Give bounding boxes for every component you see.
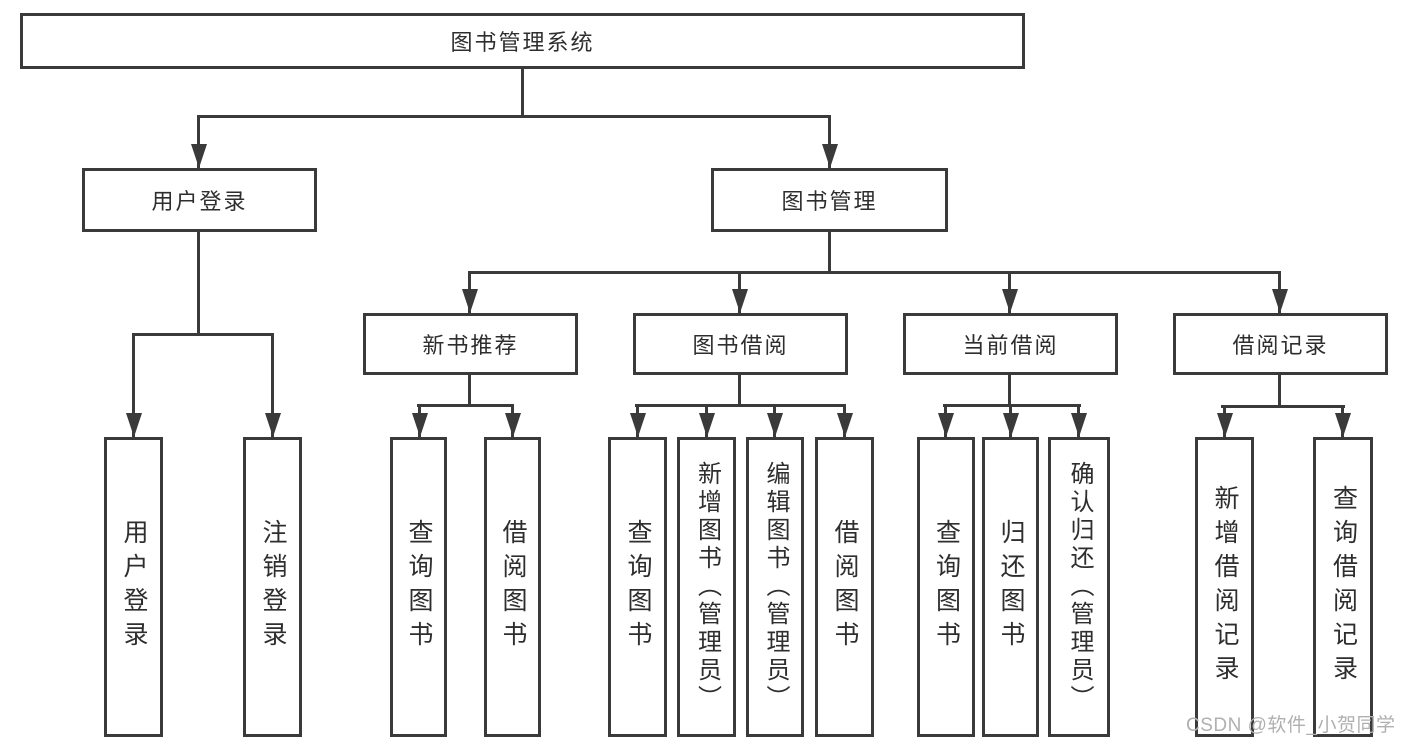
arrow-down-icon: [1278, 274, 1281, 313]
node-new-book-recommend-label: 新书推荐: [422, 333, 519, 358]
node-user-login-label: 用户登录: [151, 189, 248, 214]
connector-current-vertical: [1008, 373, 1011, 407]
leaf-user-login-label: 用户登录: [120, 519, 148, 655]
leaf-add-borrow-record-label: 新增借阅记录: [1211, 485, 1239, 689]
leaf-add-books-admin-label: 新增图书（管理员）: [693, 461, 721, 713]
leaf-edit-books-admin-label: 编辑图书（管理员）: [762, 461, 789, 713]
node-book-management-label: 图书管理: [781, 189, 878, 214]
arrow-down-icon: [944, 406, 947, 437]
leaf-borrow-books-2-label: 借阅图书: [831, 519, 859, 655]
leaf-query-books-1-label: 查询图书: [405, 519, 433, 655]
connector-newbook-vertical: [468, 373, 471, 407]
node-new-book-recommend: 新书推荐: [363, 313, 578, 375]
node-book-borrowing: 图书借阅: [633, 313, 848, 375]
node-root-system: 图书管理系统: [20, 13, 1025, 69]
leaf-logout: 注销登录: [243, 437, 302, 737]
connector-newbook-horizontal: [417, 404, 514, 407]
leaf-query-books-3-label: 查询图书: [932, 519, 961, 655]
node-borrow-records: 借阅记录: [1173, 313, 1388, 375]
arrow-down-icon: [773, 406, 776, 437]
leaf-edit-books-admin: 编辑图书（管理员）: [746, 437, 804, 737]
arrow-down-icon: [468, 274, 471, 313]
leaf-query-books-2: 查询图书: [608, 437, 667, 737]
arrow-down-icon: [1008, 274, 1011, 313]
leaf-borrow-books-1-label: 借阅图书: [499, 519, 527, 655]
arrow-down-icon: [843, 406, 846, 437]
connector-root-vertical: [521, 66, 524, 118]
node-current-borrowing-label: 当前借阅: [962, 333, 1059, 358]
leaf-query-books-1: 查询图书: [390, 437, 447, 737]
node-user-login: 用户登录: [82, 168, 317, 232]
node-borrow-records-label: 借阅记录: [1232, 333, 1329, 358]
leaf-query-borrow-record-label: 查询借阅记录: [1329, 485, 1358, 689]
node-current-borrowing: 当前借阅: [903, 313, 1118, 375]
connector-borrowing-horizontal: [635, 404, 846, 407]
leaf-add-borrow-record: 新增借阅记录: [1195, 437, 1254, 737]
node-book-management: 图书管理: [711, 168, 948, 232]
watermark: CSDN @软件_小贺同学: [1186, 715, 1396, 736]
leaf-return-books: 归还图书: [982, 437, 1039, 737]
connector-userlogin-horizontal: [132, 333, 274, 336]
leaf-return-books-label: 归还图书: [997, 519, 1025, 655]
leaf-add-books-admin: 新增图书（管理员）: [677, 437, 736, 737]
leaf-borrow-books-2: 借阅图书: [815, 437, 874, 737]
connector-records-vertical: [1278, 373, 1281, 408]
arrow-down-icon: [1077, 406, 1080, 437]
arrow-down-icon: [197, 118, 200, 168]
node-book-borrowing-label: 图书借阅: [692, 333, 789, 358]
connector-bookmgmt-horizontal: [468, 271, 1281, 274]
arrow-down-icon: [738, 274, 741, 313]
leaf-query-borrow-record: 查询借阅记录: [1313, 437, 1373, 737]
connector-records-horizontal: [1221, 405, 1345, 408]
leaf-query-books-3: 查询图书: [917, 437, 975, 737]
connector-borrowing-vertical: [738, 373, 741, 407]
arrow-down-icon: [828, 118, 831, 168]
arrow-down-icon: [511, 406, 514, 437]
connector-current-horizontal: [943, 404, 1081, 407]
node-root-system-label: 图书管理系统: [450, 30, 595, 55]
arrow-down-icon: [271, 334, 274, 437]
connector-userlogin-vertical: [197, 230, 200, 335]
arrow-down-icon: [132, 334, 135, 437]
arrow-down-icon: [1341, 407, 1344, 437]
arrow-down-icon: [1223, 407, 1226, 437]
arrow-down-icon: [418, 406, 421, 437]
leaf-confirm-return-admin-label: 确认归还（管理员）: [1066, 461, 1093, 713]
leaf-borrow-books-1: 借阅图书: [484, 437, 541, 737]
arrow-down-icon: [636, 406, 639, 437]
leaf-logout-label: 注销登录: [259, 519, 287, 655]
leaf-confirm-return-admin: 确认归还（管理员）: [1048, 437, 1110, 737]
connector-root-horizontal: [197, 115, 831, 118]
leaf-user-login: 用户登录: [104, 437, 163, 737]
leaf-query-books-2-label: 查询图书: [624, 519, 652, 655]
arrow-down-icon: [1009, 406, 1012, 437]
connector-bookmgmt-vertical: [828, 230, 831, 274]
arrow-down-icon: [705, 406, 708, 437]
